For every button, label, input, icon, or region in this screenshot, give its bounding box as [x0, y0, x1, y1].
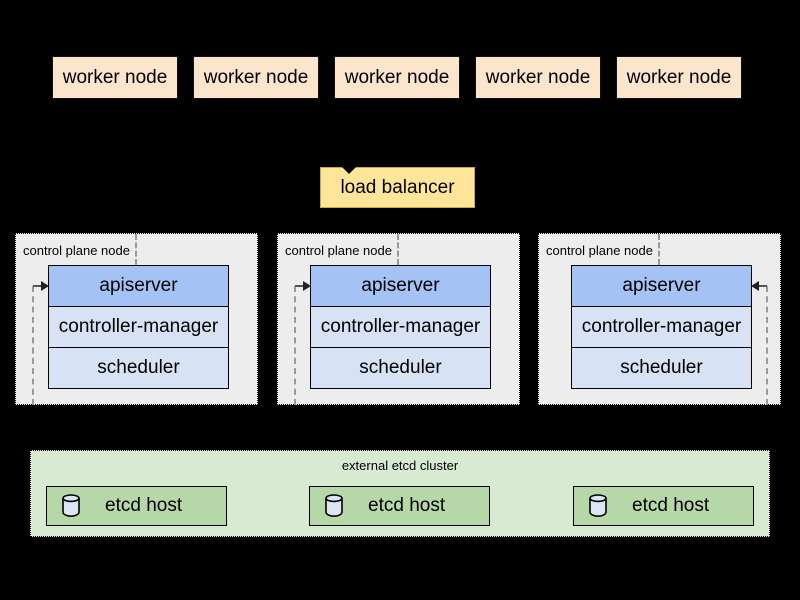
controller-manager-box: controller-manager [572, 306, 751, 347]
apiserver-box: apiserver [572, 266, 751, 306]
worker-node-label: worker node [344, 67, 450, 88]
controller-manager-box: controller-manager [49, 306, 228, 347]
worker-node-label: worker node [203, 67, 309, 88]
worker-node-label: worker node [62, 67, 168, 88]
control-plane-components: apiserver controller-manager scheduler [310, 265, 491, 389]
external-etcd-cluster-label: external etcd cluster [341, 458, 459, 473]
database-cylinder-icon [589, 494, 607, 517]
apiserver-box: apiserver [311, 266, 490, 306]
load-balancer-box: load balancer [320, 167, 475, 208]
scheduler-box: scheduler [311, 347, 490, 388]
connector-line [33, 285, 42, 287]
connector-line [295, 285, 304, 287]
dashed-connector-line [658, 234, 660, 265]
control-plane-components: apiserver controller-manager scheduler [571, 265, 752, 389]
control-plane-node-label: control plane node [23, 243, 130, 258]
dashed-connector-line [135, 234, 137, 265]
etcd-host-box: etcd host [573, 486, 754, 526]
dashed-connector-line [32, 286, 34, 405]
etcd-host-label: etcd host [368, 495, 446, 516]
scheduler-box: scheduler [572, 347, 751, 388]
etcd-host-label: etcd host [105, 495, 183, 516]
etcd-host-label: etcd host [632, 495, 710, 516]
worker-node-box: worker node [52, 56, 178, 99]
dashed-connector-line [294, 286, 296, 405]
database-cylinder-icon [62, 494, 80, 517]
etcd-host-box: etcd host [309, 486, 490, 526]
connector-line [758, 285, 767, 287]
controller-manager-box: controller-manager [311, 306, 490, 347]
worker-node-label: worker node [485, 67, 591, 88]
load-balancer-label: load balancer [340, 177, 455, 198]
arrowhead-right-icon [303, 281, 311, 291]
dashed-connector-line [766, 286, 768, 405]
dashed-connector-line [397, 234, 399, 265]
control-plane-node-label: control plane node [546, 243, 653, 258]
control-plane-node-label: control plane node [285, 243, 392, 258]
arrowhead-left-icon [751, 281, 759, 291]
arrowhead-down-icon [342, 167, 356, 174]
apiserver-box: apiserver [49, 266, 228, 306]
scheduler-box: scheduler [49, 347, 228, 388]
worker-node-box: worker node [475, 56, 601, 99]
control-plane-components: apiserver controller-manager scheduler [48, 265, 229, 389]
etcd-host-box: etcd host [46, 486, 227, 526]
control-plane-node-box: control plane node apiserver controller-… [538, 233, 781, 405]
control-plane-node-box: control plane node apiserver controller-… [15, 233, 258, 405]
worker-node-label: worker node [626, 67, 732, 88]
worker-node-box: worker node [193, 56, 319, 99]
worker-node-box: worker node [334, 56, 460, 99]
external-etcd-cluster-box: external etcd cluster etcd host etcd hos… [30, 450, 770, 537]
worker-node-box: worker node [616, 56, 742, 99]
arrowhead-right-icon [41, 281, 49, 291]
control-plane-node-box: control plane node apiserver controller-… [277, 233, 520, 405]
database-cylinder-icon [325, 494, 343, 517]
